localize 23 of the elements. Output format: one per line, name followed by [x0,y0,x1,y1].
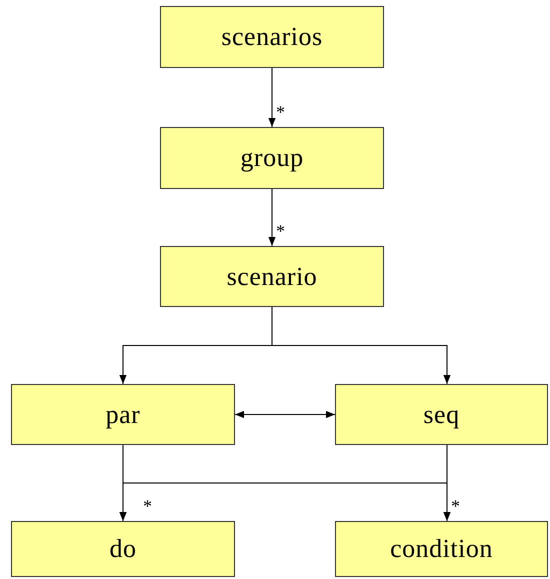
arrow [272,306,451,384]
arrow [234,410,336,418]
class-name: seq [423,400,460,430]
class-box [335,384,548,445]
class-name: group [240,143,304,173]
edge-label: * [143,497,152,515]
edge-label: * [276,222,285,240]
arrow [268,188,276,246]
class-box [335,521,548,577]
class-box [11,521,235,577]
class-box [160,6,384,68]
class-name: scenarios [221,22,323,52]
class-name: do [110,534,136,564]
class-box [11,384,235,445]
class-name: condition [390,534,493,564]
arrow [268,68,276,128]
class-name: par [106,400,140,430]
edge-label: * [276,103,285,121]
edge-label: * [451,497,460,515]
class-box [160,246,384,307]
class-name: scenario [226,262,318,292]
arrow [443,444,451,522]
class-box [160,127,384,189]
